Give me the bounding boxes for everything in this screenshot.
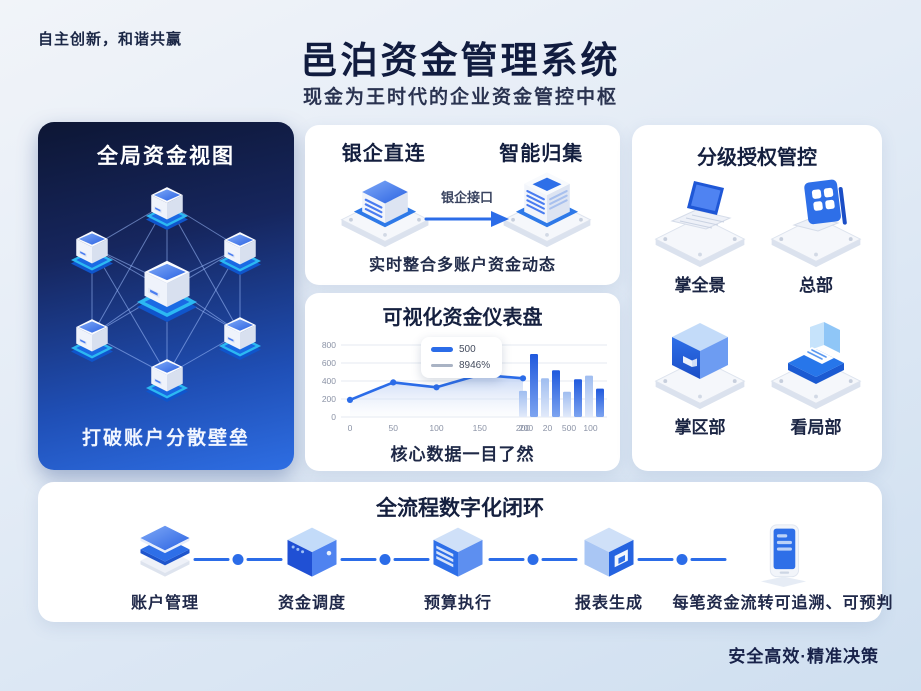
- svg-text:200: 200: [322, 394, 336, 404]
- layers-icon: [140, 525, 190, 577]
- legend-label: 8946%: [459, 360, 491, 371]
- global-view-caption: 打破账户分散壁垒: [81, 428, 250, 449]
- auth-item-label: 总部: [799, 276, 833, 295]
- flow-connector: [637, 554, 727, 565]
- pooling-server-icon: [503, 172, 591, 248]
- account-node-icon: [71, 319, 113, 363]
- step-label: 账户管理: [130, 595, 199, 612]
- legend-line-swatch-blue: [431, 347, 453, 352]
- svg-text:400: 400: [322, 376, 336, 386]
- smart-pooling-title: 智能归集: [499, 143, 584, 165]
- svg-text:150: 150: [473, 423, 487, 433]
- auth-item-label: 掌全景: [674, 276, 726, 295]
- bank-link-panel: 银企直连 智能归集 银企接口 实时整合多账户资金动: [305, 125, 620, 285]
- step-account-management: 账户管理: [125, 522, 205, 613]
- bank-interface-arrow-group: 银企接口: [423, 187, 511, 235]
- svg-text:800: 800: [322, 340, 336, 350]
- laptop-icon: [655, 181, 745, 268]
- bank-link-caption: 实时整合多账户资金动态: [368, 257, 556, 274]
- central-account-node-icon: [137, 260, 197, 322]
- bank-direct-title: 银企直连: [341, 143, 426, 165]
- dashboard-title: 可视化资金仪表盘: [382, 307, 543, 329]
- page-subtitle: 现金为王时代的企业资金管控中枢: [302, 87, 618, 108]
- step-traceable-flows: 每笔资金流转可追溯、可预判: [672, 522, 893, 613]
- auth-item-headquarters: 总部: [758, 173, 874, 296]
- dashboard-caption: 核心数据一目了然: [390, 445, 535, 464]
- page-title: 邑泊资金管理系统: [300, 40, 621, 81]
- legend-line-swatch-gray: [431, 364, 453, 367]
- step-fund-dispatch: 资金调度: [272, 522, 352, 613]
- right-arrow-icon: [424, 211, 509, 227]
- step-label: 资金调度: [277, 595, 346, 612]
- authorization-panel: 分级授权管控 掌全景 总部: [632, 125, 882, 471]
- svg-text:100: 100: [429, 423, 443, 433]
- authorization-title: 分级授权管控: [697, 147, 817, 169]
- svg-text:20: 20: [543, 423, 553, 433]
- svg-text:200: 200: [519, 423, 533, 433]
- account-network-diagram: [71, 187, 261, 403]
- auth-item-local: 看局部: [758, 315, 874, 438]
- legend-label: 500: [459, 344, 476, 355]
- auth-item-full-view: 掌全景: [642, 173, 758, 296]
- account-node-icon: [146, 187, 188, 231]
- step-report-generation: 报表生成: [569, 522, 649, 613]
- step-label: 报表生成: [574, 595, 643, 612]
- svg-text:200: 200: [516, 423, 530, 433]
- account-node-icon: [71, 231, 113, 275]
- global-fund-view-panel: 全局资金视图 打破账户分散壁垒: [38, 122, 294, 470]
- report-cube-icon: [584, 527, 634, 577]
- global-view-title: 全局资金视图: [97, 145, 235, 168]
- budget-server-icon: [433, 527, 483, 577]
- brand-slogan: 自主创新，和谐共赢: [38, 31, 183, 48]
- cube-icon: [655, 323, 745, 410]
- svg-text:50: 50: [389, 423, 399, 433]
- svg-text:600: 600: [322, 358, 336, 368]
- account-node-icon: [146, 359, 188, 403]
- chart-legend: 500 8946%: [421, 337, 503, 378]
- arrow-label: 银企接口: [440, 190, 493, 205]
- process-flow-panel: 全流程数字化闭环 账户管理 资金调度: [38, 482, 893, 622]
- server-cube-icon: [287, 527, 337, 577]
- flow-connector: [340, 554, 430, 565]
- svg-text:0: 0: [348, 423, 353, 433]
- svg-text:100: 100: [583, 423, 597, 433]
- flow-connector: [488, 554, 578, 565]
- step-budget-execution: 预算执行: [418, 522, 498, 613]
- account-node-icon: [219, 317, 261, 361]
- flow-connector: [193, 554, 283, 565]
- auth-item-label: 掌区部: [674, 418, 726, 437]
- svg-text:500: 500: [562, 423, 576, 433]
- connector-dot: [676, 554, 688, 565]
- printer-icon: [771, 322, 861, 410]
- bank-server-icon: [341, 180, 429, 248]
- connector-dot: [527, 554, 539, 565]
- phone-icon: [760, 524, 806, 588]
- auth-item-regional: 掌区部: [642, 315, 758, 438]
- tablet-grid-icon: [771, 179, 861, 268]
- step-label: 每笔资金流转可追溯、可预判: [672, 595, 894, 612]
- auth-item-label: 看局部: [790, 418, 842, 437]
- footer-slogan: 安全高效·精准决策: [728, 647, 879, 666]
- process-title: 全流程数字化闭环: [376, 497, 544, 520]
- step-label: 预算执行: [423, 595, 492, 612]
- connector-dot: [379, 554, 391, 565]
- svg-text:0: 0: [331, 412, 336, 422]
- connector-dot: [232, 554, 244, 565]
